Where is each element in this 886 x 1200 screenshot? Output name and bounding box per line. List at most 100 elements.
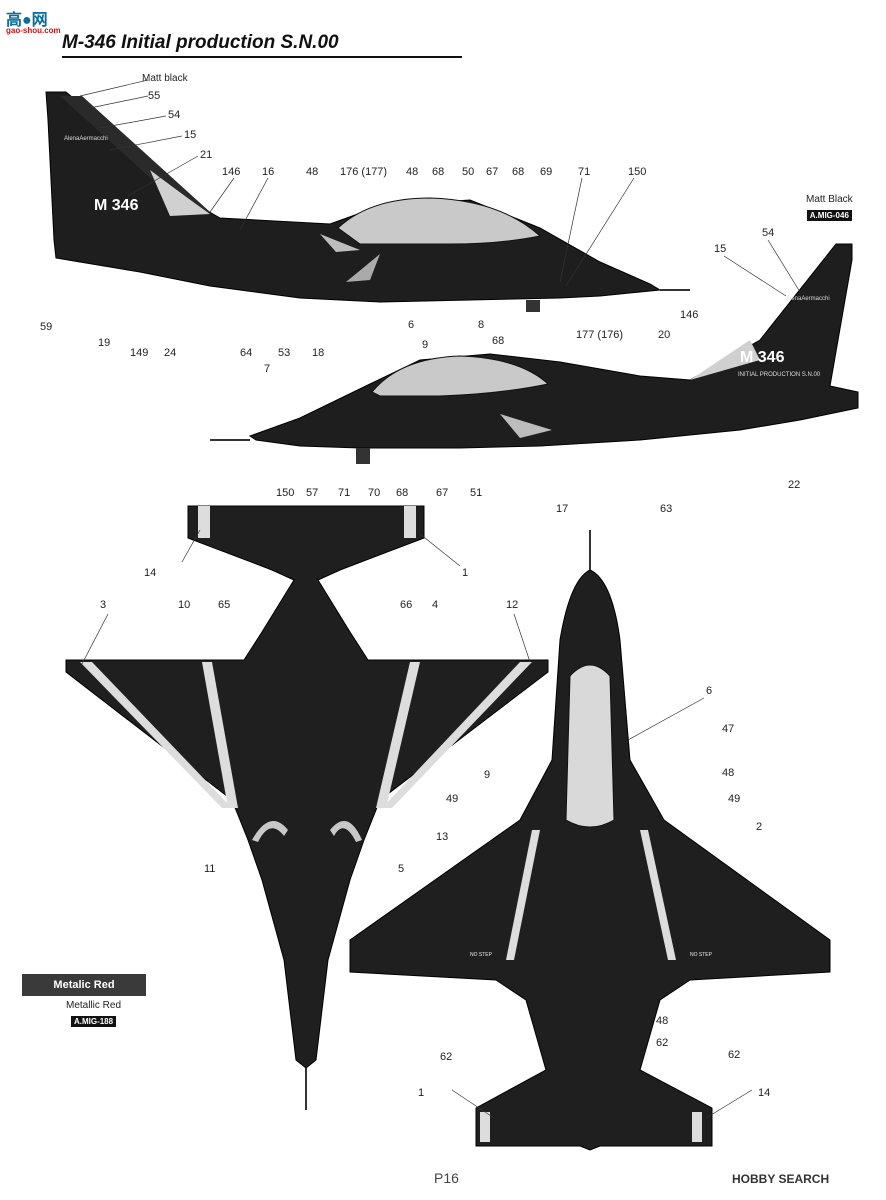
- watermark: HOBBY SEARCH: [732, 1172, 830, 1186]
- callout-label: 48: [306, 166, 318, 178]
- callout-label: 22: [788, 479, 800, 491]
- landing-gear-right: [356, 448, 370, 464]
- callout-label: 68: [432, 166, 444, 178]
- callouts-top-view: 6 47 48 9 49 49 13 2 48 62 62 62 1 14: [418, 685, 770, 1099]
- callout-label: 10: [178, 599, 190, 611]
- callout-label: 1: [462, 567, 468, 579]
- title-underline: [62, 56, 462, 58]
- callout-label: 2: [756, 821, 762, 833]
- maker-logo-left: AlenaAermacchi: [64, 136, 108, 142]
- callouts-side-left: 55 54 15 21 146 16 48 176 (177) 48 68 50…: [40, 90, 646, 359]
- callout-label: 71: [578, 166, 590, 178]
- callout-label: 53: [278, 347, 290, 359]
- callout-label: 18: [312, 347, 324, 359]
- callout-label: 69: [540, 166, 552, 178]
- callout-label: 9: [422, 339, 428, 351]
- callout-label: 16: [262, 166, 274, 178]
- callout-label: 55: [148, 90, 160, 102]
- callout-label: 146: [222, 166, 240, 178]
- callouts-bottom-view: 14 1 3 10 65 66 4 12 11 5: [100, 567, 518, 875]
- callout-label: 62: [656, 1037, 668, 1049]
- logo-glyphs: 高●网: [6, 12, 48, 29]
- callout-label: 67: [436, 487, 448, 499]
- callout-label: 11: [204, 863, 215, 875]
- leader-lines: [79, 79, 801, 1119]
- callout-label: 6: [706, 685, 712, 697]
- side-view-left-profile: M 346 AlenaAermacchi: [45, 91, 690, 312]
- callout-label: 176 (177): [340, 166, 387, 178]
- side-view-right-profile: M 346 INITIAL PRODUCTION S.N.00 AlenaAer…: [210, 243, 859, 464]
- no-step-left: NO STEP: [470, 952, 493, 958]
- callout-label: 19: [98, 337, 110, 349]
- callout-label: 177 (176): [576, 329, 623, 341]
- page-title: M-346 Initial production S.N.00: [62, 32, 339, 53]
- callout-label: 48: [406, 166, 418, 178]
- callout-label: 62: [440, 1051, 452, 1063]
- callout-label: 54: [168, 109, 180, 121]
- callout-label: 20: [658, 329, 670, 341]
- no-step-right: NO STEP: [690, 952, 713, 958]
- callout-label: 50: [462, 166, 474, 178]
- callout-label: 4: [432, 599, 438, 611]
- callout-label: 51: [470, 487, 482, 499]
- callout-label: 63: [660, 503, 672, 515]
- callout-label: 71: [338, 487, 350, 499]
- callout-label: 13: [436, 831, 448, 843]
- callout-label: 17: [556, 503, 568, 515]
- callout-label: 59: [40, 321, 52, 333]
- callout-label: 9: [484, 769, 490, 781]
- paint-code: A.MIG-046: [806, 210, 852, 221]
- paint-name: Metallic Red: [66, 1000, 122, 1011]
- callout-label: 5: [398, 863, 404, 875]
- side-code-right: M 346: [740, 349, 785, 366]
- site-logo: 高●网 gao-shou.com: [6, 6, 72, 36]
- callout-label: 7: [264, 363, 270, 375]
- callout-label: 67: [486, 166, 498, 178]
- sub-code-right: INITIAL PRODUCTION S.N.00: [738, 372, 821, 378]
- callout-label: 68: [396, 487, 408, 499]
- callout-label: 21: [200, 149, 212, 161]
- callout-label: 146: [680, 309, 698, 321]
- callout-label: 64: [240, 347, 252, 359]
- paint-name: Matt Black: [806, 194, 853, 205]
- callout-label: 49: [446, 793, 458, 805]
- callout-label: 1: [418, 1087, 424, 1099]
- callout-label: 70: [368, 487, 380, 499]
- callout-label: 15: [184, 129, 196, 141]
- callout-label: 48: [656, 1015, 668, 1027]
- bottom-view-plan: [65, 505, 549, 1110]
- page-number: P16: [434, 1170, 459, 1186]
- paint-code: A.MIG-188: [70, 1016, 117, 1027]
- callout-label: 150: [628, 166, 646, 178]
- maker-logo-right: AlenaAermacchi: [786, 296, 830, 302]
- landing-gear-left: [526, 300, 540, 312]
- callout-label: 49: [728, 793, 740, 805]
- paint-swatch-metalic-red: Metalic Red: [22, 974, 146, 996]
- callout-label: 14: [144, 567, 156, 579]
- side-code-left: M 346: [94, 197, 139, 214]
- callout-label: 54: [762, 227, 774, 239]
- callout-label: 48: [722, 767, 734, 779]
- callout-label: 68: [512, 166, 524, 178]
- paint-callout-matt-black: Matt black: [142, 68, 188, 86]
- callout-label: 47: [722, 723, 734, 735]
- callout-label: 12: [506, 599, 518, 611]
- callout-label: 57: [306, 487, 318, 499]
- callouts-side-right: 54 15 146 20 68 177 (176) 9 7 150 57 71 …: [264, 227, 800, 515]
- paint-callout-metallic-red: Metallic Red A.MIG-188: [66, 1000, 121, 1029]
- callout-label: 14: [758, 1087, 770, 1099]
- callout-label: 65: [218, 599, 230, 611]
- callout-label: 3: [100, 599, 106, 611]
- callout-label: 6: [408, 319, 414, 331]
- callout-label: 15: [714, 243, 726, 255]
- top-view-plan: NO STEP NO STEP: [349, 530, 831, 1151]
- callout-label: 24: [164, 347, 176, 359]
- callout-label: 8: [478, 319, 484, 331]
- callout-label: 150: [276, 487, 294, 499]
- callout-label: 62: [728, 1049, 740, 1061]
- callout-label: 149: [130, 347, 148, 359]
- logo-url-text: gao-shou.com: [6, 26, 61, 35]
- paint-callout-matt-black-coded: Matt Black A.MIG-046: [806, 194, 853, 223]
- paint-name: Matt black: [142, 73, 188, 84]
